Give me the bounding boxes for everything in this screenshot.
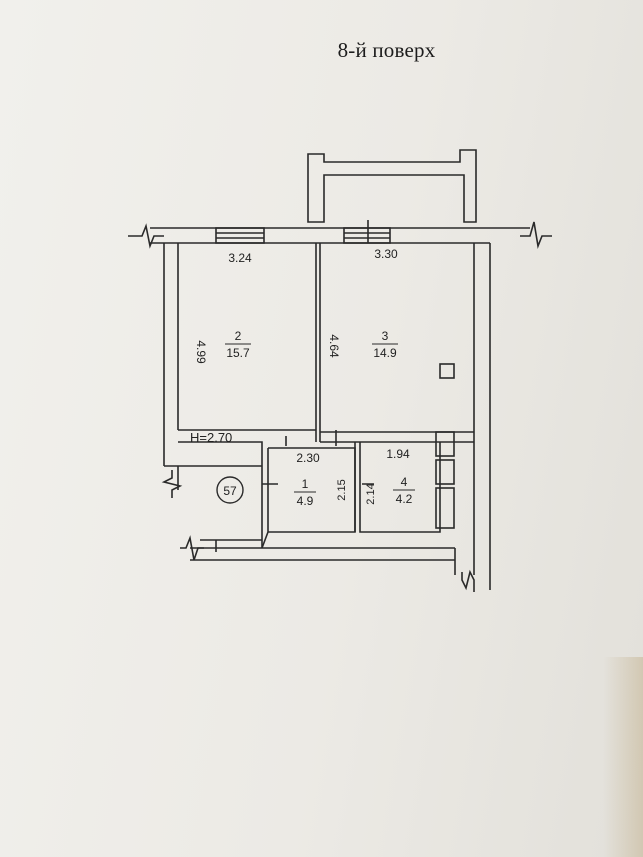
entry-stub [164,465,262,490]
partition-2-3 [315,243,321,442]
vent-shaft-3 [435,487,455,529]
room-number: 4 [401,475,408,489]
room-label-2: 2 15.7 [225,329,251,360]
window-room2 [215,227,265,244]
room-number: 1 [302,477,309,491]
living-bottom-wall [178,429,474,548]
window-room3 [343,227,391,244]
room-area: 4.9 [297,494,314,508]
room-area: 14.9 [373,346,397,360]
break-mark-bottom-left [180,535,204,561]
apartment-number-circle [216,476,244,504]
top-wall [150,227,530,244]
dim-hall-depth: 2.15 [336,479,348,500]
apartment-number: 57 [223,484,237,498]
dim-room2-depth: 4.99 [194,340,208,364]
dim-room3-width: 3.30 [374,247,398,261]
dim-bath-width: 1.94 [386,447,410,461]
dim-hall-width: 2.30 [296,451,320,465]
floor-title: 8-й поверх [337,38,436,62]
vent-shaft-2 [435,459,455,485]
break-mark-top-left [128,223,164,249]
room-number: 3 [382,329,389,343]
break-mark-left [161,470,183,498]
left-wall [163,243,179,466]
vent-shaft-1 [435,431,455,457]
right-wall [473,243,491,575]
break-mark-bottom-right [461,569,491,592]
room-number: 2 [235,329,242,343]
bottom-wall [190,539,456,575]
room-area: 4.2 [396,492,413,506]
dim-room3-depth: 4.64 [327,334,341,358]
balcony-outline [307,149,477,223]
dim-bath-depth: 2.14 [365,483,377,504]
break-mark-top-right [520,221,552,249]
room-label-4: 4 4.2 [393,475,415,506]
room-area: 15.7 [226,346,250,360]
bath-walls [354,442,441,533]
door-ticks [215,220,374,552]
paper-corner-shadow [603,657,643,857]
ceiling-height: H=2.70 [190,430,232,445]
room-label-3: 3 14.9 [372,329,398,360]
dim-room2-width: 3.24 [228,251,252,265]
room-label-1: 1 4.9 [294,477,316,508]
radiator-niche [439,363,455,379]
